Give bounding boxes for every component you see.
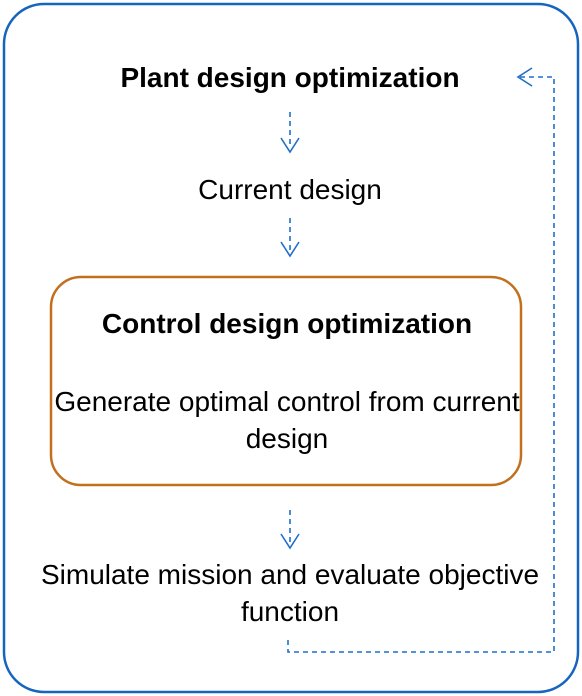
arrow-control-to-simulate bbox=[280, 510, 300, 550]
control-design-title: Control design optimization bbox=[101, 308, 473, 339]
current-design-label: Current design bbox=[198, 174, 382, 205]
plant-design-title: Plant design optimization bbox=[120, 62, 460, 93]
control-design-description: Generate optimal control from current de… bbox=[54, 386, 520, 454]
feedback-arrow bbox=[287, 67, 555, 653]
arrow-plant-to-current bbox=[280, 112, 300, 154]
arrow-current-to-control bbox=[280, 218, 300, 258]
simulate-mission-label: Simulate mission and evaluate objective … bbox=[40, 559, 540, 627]
control-design-box bbox=[49, 275, 523, 487]
